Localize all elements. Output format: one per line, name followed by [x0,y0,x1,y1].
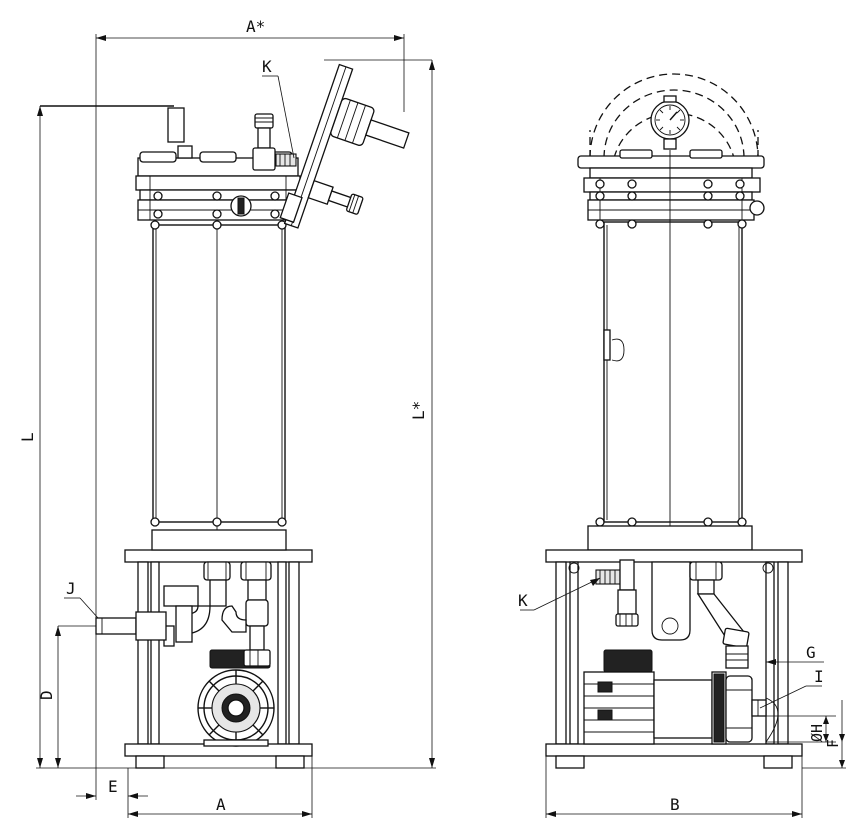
left-dimensions [36,34,436,818]
right-pump-motor [583,649,779,745]
label-l-star: L* [409,401,428,420]
label-g: G [806,643,816,662]
label-b-bottom: B [670,795,680,814]
label-i: I [814,667,824,686]
label-a-star: A* [246,17,265,36]
right-cylinder [595,150,747,556]
label-k-top: K [262,57,272,76]
label-k-right: K [518,591,528,610]
left-view: A* K L L* J D E A [18,17,436,818]
right-pressure-gauge [650,95,690,150]
label-e: E [108,777,118,796]
label-d: D [37,690,56,700]
left-tilted-cover [279,63,410,229]
left-base-frame [124,529,313,769]
left-cylinder [150,215,287,560]
label-oh: ØH [808,724,826,742]
label-f: F [824,739,842,748]
right-piping [595,559,750,669]
label-j: J [66,579,76,598]
right-view: B K G I ØH F [518,73,846,818]
label-a-bottom: A [216,795,226,814]
left-pump [197,649,275,747]
right-dimensions [520,577,846,818]
right-top-lid [577,149,765,221]
left-top-lid [40,105,301,221]
left-piping [95,561,272,651]
label-l-left: L [18,432,37,442]
